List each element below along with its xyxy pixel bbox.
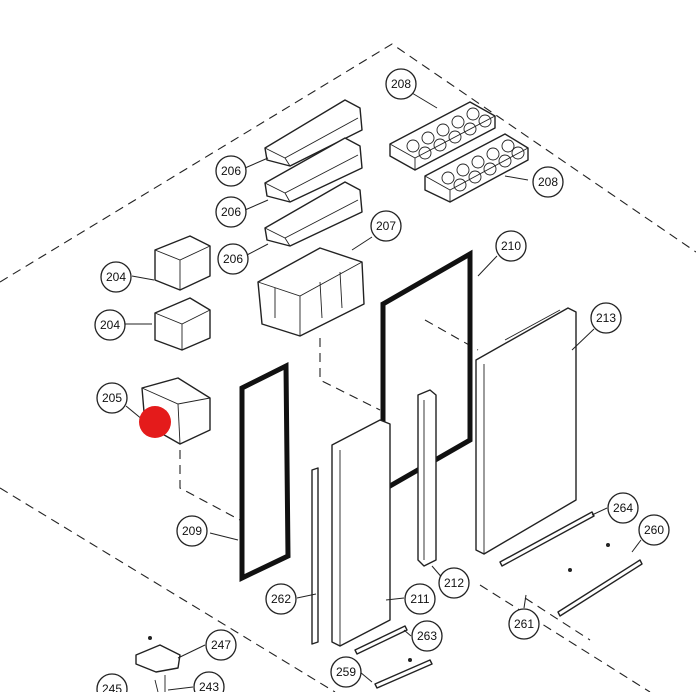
callout-label: 207 xyxy=(376,219,396,233)
callout-label: 206 xyxy=(223,252,243,266)
hinge-bracket xyxy=(135,636,181,673)
callout-211: 211 xyxy=(404,583,436,615)
callout-label: 263 xyxy=(417,629,437,643)
callout-label: 204 xyxy=(100,318,120,332)
callout-label: 243 xyxy=(199,680,219,692)
trim-strip-263 xyxy=(354,625,408,655)
callout-209: 209 xyxy=(176,515,208,547)
screw-243 xyxy=(154,675,166,692)
highlight-marker[interactable] xyxy=(139,406,171,438)
trim-strip-260 xyxy=(557,543,643,617)
door-liner-right xyxy=(475,307,577,555)
callout-210: 210 xyxy=(495,230,527,262)
door-bin-small-upper xyxy=(154,235,211,291)
callout-label: 245 xyxy=(102,682,122,692)
callout-label: 212 xyxy=(444,576,464,590)
callout-204b: 204 xyxy=(94,309,126,341)
door-bin-large xyxy=(257,247,365,337)
trim-strip-264 xyxy=(499,511,595,567)
door-panel-left xyxy=(331,419,391,647)
callout-264: 264 xyxy=(607,492,639,524)
callout-label: 260 xyxy=(644,523,664,537)
callout-label: 210 xyxy=(501,239,521,253)
callout-label: 264 xyxy=(613,501,633,515)
callout-260: 260 xyxy=(638,514,670,546)
callout-label: 259 xyxy=(336,665,356,679)
callout-213: 213 xyxy=(590,302,622,334)
callout-207: 207 xyxy=(370,210,402,242)
door-bin-small-lower xyxy=(154,297,211,351)
hinge-bar xyxy=(417,389,437,567)
callout-259: 259 xyxy=(330,656,362,688)
callout-212: 212 xyxy=(438,567,470,599)
callout-206b: 206 xyxy=(215,196,247,228)
egg-tray-lower xyxy=(424,133,529,203)
callout-label: 211 xyxy=(410,592,429,606)
callout-247: 247 xyxy=(205,629,237,661)
callout-label: 206 xyxy=(221,164,241,178)
callout-208a: 208 xyxy=(385,68,417,100)
callout-label: 208 xyxy=(538,175,558,189)
callout-label: 213 xyxy=(596,311,616,325)
callout-label: 247 xyxy=(211,638,231,652)
door-gasket-left xyxy=(239,361,291,582)
door-shelf-bottom xyxy=(264,181,363,247)
callout-label: 206 xyxy=(221,205,241,219)
callout-label: 261 xyxy=(514,617,534,631)
callout-label: 205 xyxy=(102,391,122,405)
callout-261: 261 xyxy=(508,608,540,640)
callout-206c: 206 xyxy=(217,243,249,275)
callout-262: 262 xyxy=(265,583,297,615)
callout-label: 262 xyxy=(271,592,291,606)
door-rod xyxy=(311,467,319,645)
callout-243: 243 xyxy=(193,671,225,692)
callout-204a: 204 xyxy=(100,261,132,293)
callout-label: 208 xyxy=(391,77,411,91)
trim-strip-259 xyxy=(374,658,433,689)
egg-tray-upper xyxy=(389,101,496,171)
callout-label: 209 xyxy=(182,524,202,538)
callout-label: 204 xyxy=(106,270,126,284)
door-shelf-top xyxy=(264,99,363,167)
callout-208b: 208 xyxy=(532,166,564,198)
callout-263: 263 xyxy=(411,620,443,652)
callout-206a: 206 xyxy=(215,155,247,187)
door-shelf-middle xyxy=(264,137,363,203)
callout-205: 205 xyxy=(96,382,128,414)
callout-245: 245 xyxy=(96,673,128,692)
